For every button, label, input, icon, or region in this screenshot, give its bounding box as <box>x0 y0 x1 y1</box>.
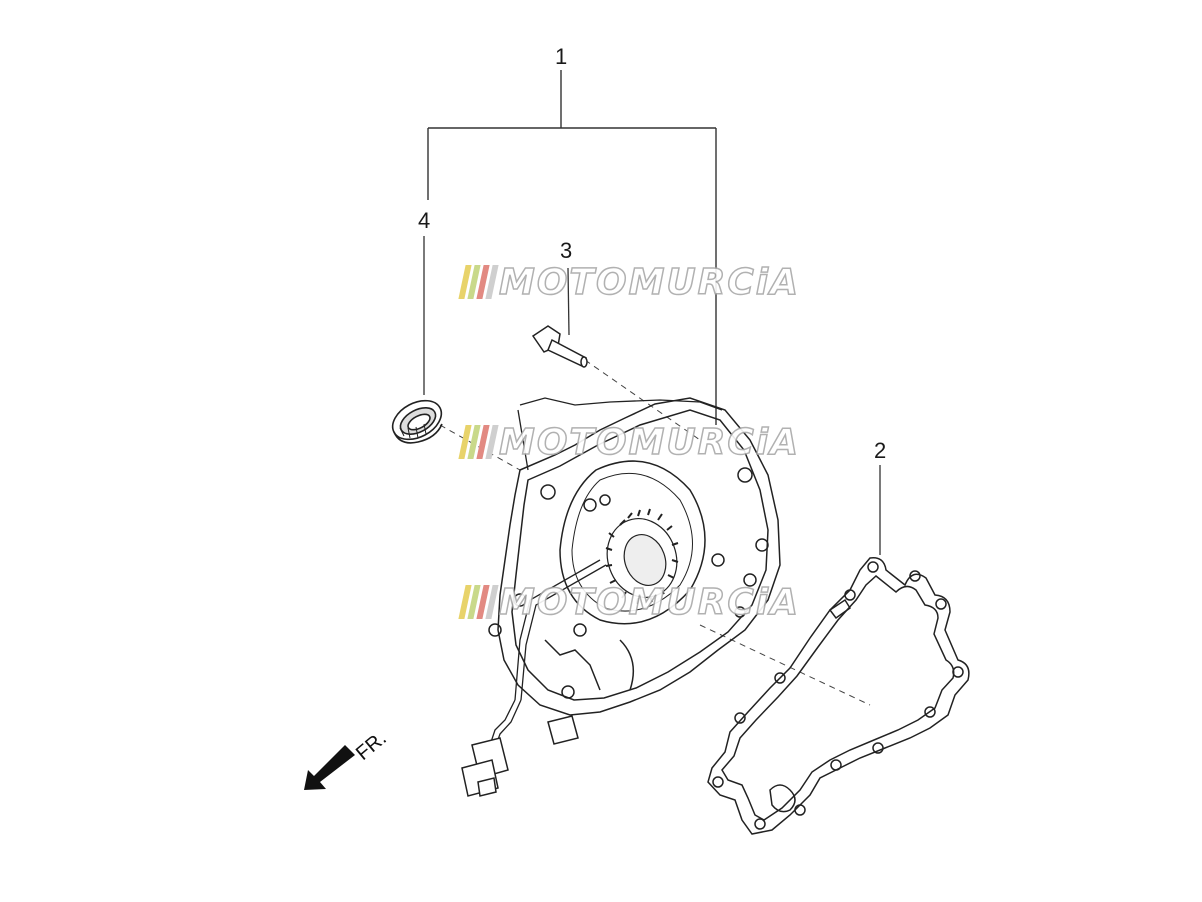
callout-3: 3 <box>560 238 573 263</box>
bolt-part <box>531 325 588 368</box>
engine-cover-part <box>461 397 781 797</box>
watermark-text: MOTOMURCiA <box>498 581 800 624</box>
watermark-logo-bottom: MOTOMURCiA <box>458 581 800 624</box>
oil-seal-part <box>391 399 443 444</box>
callout-2: 2 <box>874 438 887 463</box>
watermark-stripes-icon <box>458 265 499 299</box>
watermark-text: MOTOMURCiA <box>498 421 800 464</box>
watermark-stripes-icon <box>458 425 499 459</box>
callout-1: 1 <box>555 44 568 69</box>
stator-coil <box>605 508 679 605</box>
wire-connector <box>461 715 579 797</box>
gasket-part <box>707 557 970 835</box>
assembly-axis-lines <box>439 359 871 706</box>
group-bracket-1 <box>427 70 717 425</box>
leader-line-3 <box>567 267 570 336</box>
watermark-logo-middle: MOTOMURCiA <box>458 421 800 464</box>
watermark-text: MOTOMURCiA <box>498 261 800 304</box>
watermark-stripes-icon <box>458 585 499 619</box>
front-direction-arrow-icon <box>304 745 355 790</box>
callout-4: 4 <box>418 208 431 233</box>
watermark-logo-top: MOTOMURCiA <box>458 261 800 304</box>
